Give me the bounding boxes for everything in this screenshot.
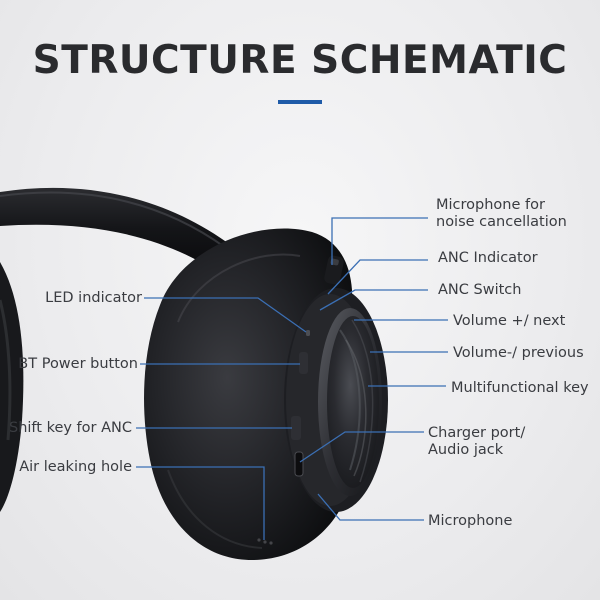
led-dot [306,330,310,336]
label-anc-indicator: ANC Indicator [438,250,538,266]
leader-charger-port [299,431,424,463]
label-charger-port: Charger port/ Audio jack [428,425,526,458]
label-bt-power: BT Power button [18,356,138,372]
leader-mic-noise [331,217,428,265]
noise-cancel-mic [324,255,344,285]
shift-anc-btn [291,416,301,440]
charger-port-slot [294,451,304,477]
label-led-indicator: LED indicator [45,290,142,306]
leader-lines-right [299,217,448,521]
air-hole-dot [263,540,267,544]
title-underline [278,100,322,104]
label-shift-anc: Shift key for ANC [9,420,132,436]
leader-microphone [317,493,424,521]
leader-anc-switch [319,289,428,311]
label-air-hole: Air leaking hole [19,459,132,475]
leader-anc-indicator [327,259,428,295]
label-anc-switch: ANC Switch [438,282,522,298]
label-mic-noise: Microphone for noise cancellation [436,197,567,230]
leader-led [144,297,307,333]
label-multi-key: Multifunctional key [451,380,589,396]
bt-power-btn [299,352,308,374]
page-title: STRUCTURE SCHEMATIC [32,38,568,83]
label-volume-up: Volume +/ next [453,313,566,329]
leader-lines-left [136,297,307,540]
leader-air-hole [136,466,265,540]
headband [0,187,232,270]
headband-highlight [0,191,227,249]
label-microphone: Microphone [428,513,513,529]
label-volume-down: Volume-/ previous [453,345,584,361]
